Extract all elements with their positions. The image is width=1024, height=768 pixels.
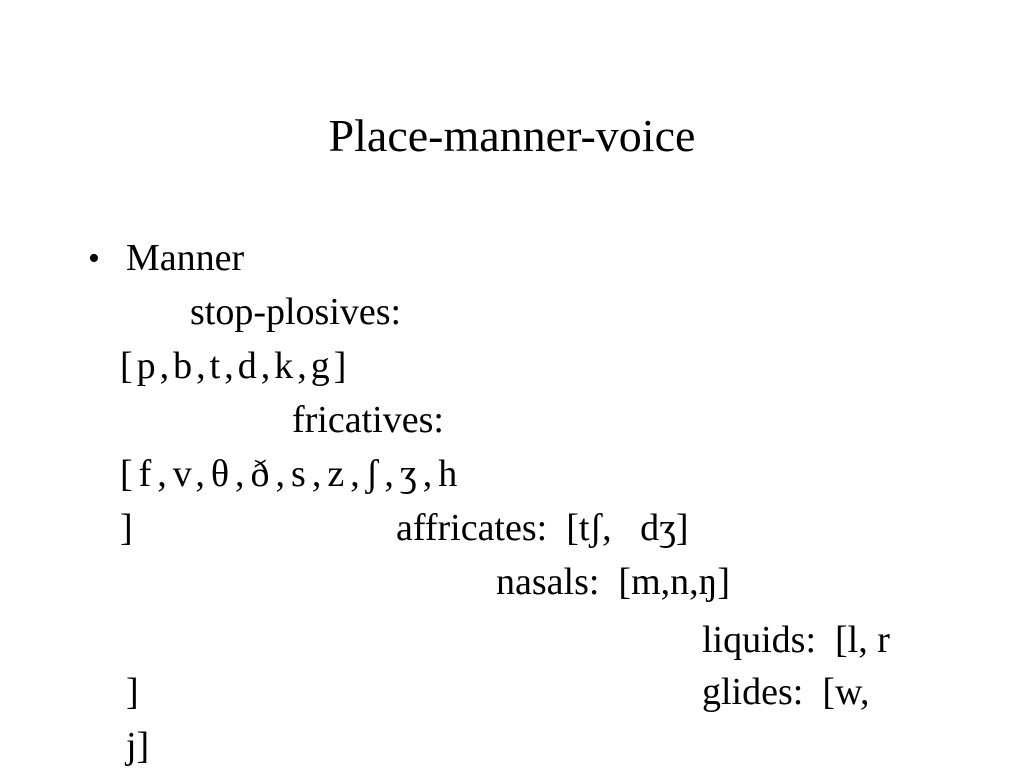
stop-plosives-symbols: [p,b,t,d,k,g] <box>120 345 351 387</box>
slide-title: Place-manner-voice <box>328 110 696 161</box>
nasals-line: nasals: [m,n,ŋ] <box>496 561 731 603</box>
fricatives-label: fricatives: <box>292 399 444 441</box>
fricatives-symbols: [f,v,θ,ð,s,z,ʃ,ʒ,h <box>120 453 464 495</box>
liquids-line: liquids: [l, r <box>702 619 890 661</box>
fricatives-close-bracket: ] <box>120 507 133 549</box>
stop-plosives-label: stop-plosives: <box>190 291 402 333</box>
manner-heading: Manner <box>126 237 245 279</box>
glides-close: j] <box>126 725 150 767</box>
affricates-line: affricates: [tʃ, dʒ] <box>396 507 689 549</box>
glides-line: glides: [w, <box>702 671 870 713</box>
bullet-dot: • <box>88 240 100 277</box>
liquids-close-bracket: ] <box>126 671 139 713</box>
